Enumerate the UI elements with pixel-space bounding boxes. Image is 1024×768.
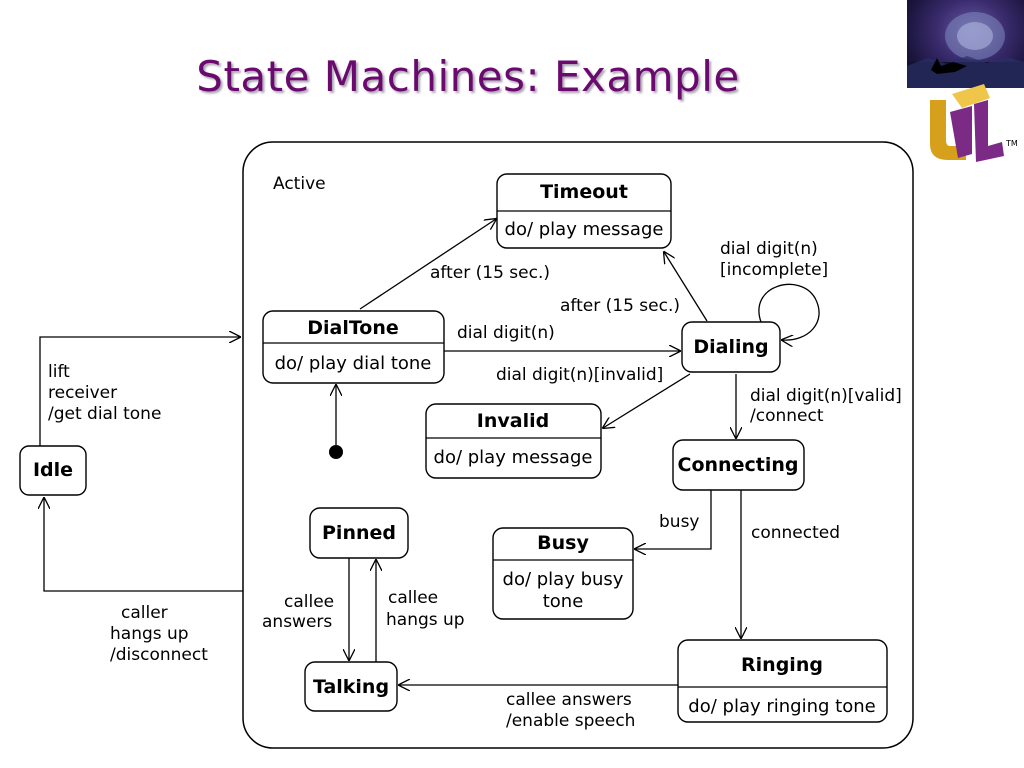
state-invalid: [425, 403, 602, 479]
state-talking: [304, 661, 398, 712]
state-dialtone-name: DialTone: [307, 317, 399, 339]
arrow-dialing-to-timeout: [664, 252, 708, 322]
label-enable-speech-1: callee answers: [506, 690, 632, 710]
slide-title: State Machines: Example: [196, 52, 740, 101]
initial-state-dot: [329, 445, 343, 459]
uml-logo: TM: [930, 84, 1018, 162]
label-caller-hangs-up-2: hangs up: [110, 624, 189, 644]
label-invalid: dial digit(n)[invalid]: [496, 365, 663, 385]
arrow-dialing-self-loop: [758, 283, 820, 340]
label-callee-answers-2: answers: [262, 612, 332, 632]
label-callee-hangs-up-2: hangs up: [386, 610, 465, 630]
arrow-dialing-to-invalid: [603, 373, 691, 428]
uml-trademark: TM: [1005, 139, 1018, 148]
state-dialing-name: Dialing: [693, 336, 768, 358]
arrow-connecting-to-busy: [635, 490, 712, 549]
state-timeout-activity: do/ play message: [505, 219, 664, 240]
label-caller-hangs-up-1: caller: [121, 603, 168, 623]
label-callee-hangs-up-1: callee: [388, 588, 438, 608]
state-busy-name: Busy: [537, 532, 589, 554]
label-self-loop-1: dial digit(n): [720, 239, 818, 259]
state-dialtone-activity: do/ play dial tone: [275, 353, 432, 374]
label-busy: busy: [659, 512, 699, 532]
label-valid-2: /connect: [750, 406, 824, 426]
state-invalid-name: Invalid: [477, 410, 549, 432]
label-dialtone-dialing: dial digit(n): [457, 323, 555, 343]
state-pinned-name: Pinned: [322, 522, 396, 544]
state-busy-activity-line2: tone: [543, 591, 584, 612]
state-ringing: [677, 639, 888, 723]
state-connecting: [672, 439, 805, 491]
label-callee-answers-1: callee: [284, 592, 334, 612]
label-lift-2: receiver: [48, 383, 117, 403]
arrow-active-to-idle: [44, 498, 243, 592]
label-self-loop-2: [incomplete]: [720, 260, 828, 280]
state-busy-activity-line1: do/ play busy: [503, 569, 624, 590]
arrow-dialtone-to-timeout: [359, 219, 496, 310]
state-ringing-activity: do/ play ringing tone: [688, 696, 875, 717]
state-idle-name: Idle: [33, 459, 73, 481]
state-dialing: [681, 321, 781, 373]
arrow-idle-to-active: [39, 337, 240, 446]
label-enable-speech-2: /enable speech: [506, 711, 635, 731]
label-valid-1: dial digit(n)[valid]: [750, 386, 902, 406]
corner-photo: [907, 0, 1024, 88]
active-label: Active: [273, 174, 326, 194]
state-ringing-name: Ringing: [741, 654, 823, 676]
label-connected: connected: [751, 523, 840, 543]
label-dialtone-timeout: after (15 sec.): [430, 263, 550, 283]
state-pinned: [309, 507, 409, 559]
state-idle: [19, 445, 87, 496]
state-connecting-name: Connecting: [678, 454, 799, 476]
state-busy: [492, 527, 634, 620]
label-lift-3: /get dial tone: [48, 404, 161, 424]
label-caller-hangs-up-3: /disconnect: [110, 645, 208, 665]
state-talking-name: Talking: [313, 676, 389, 698]
label-dialing-timeout: after (15 sec.): [560, 296, 680, 316]
state-dialtone: [262, 310, 445, 384]
state-invalid-activity: do/ play message: [434, 447, 593, 468]
label-lift-1: lift: [48, 362, 70, 382]
state-timeout-name: Timeout: [540, 181, 628, 203]
